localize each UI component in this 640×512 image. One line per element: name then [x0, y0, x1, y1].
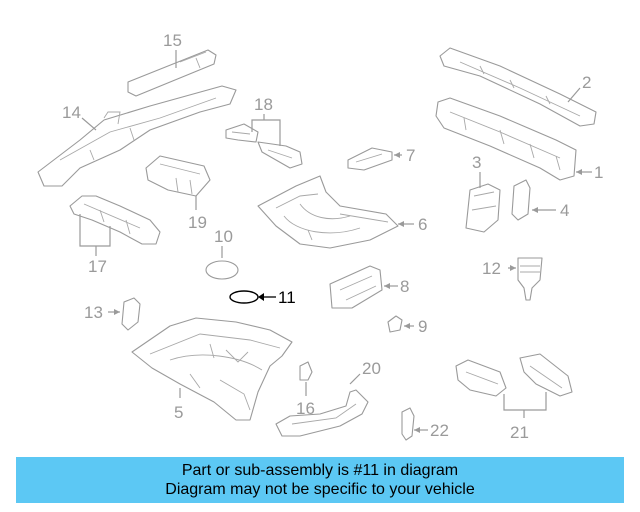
callout-15: 15 — [163, 31, 182, 50]
callout-7: 7 — [406, 146, 415, 165]
leader-arrows — [114, 152, 582, 433]
banner-line-2: Diagram may not be specific to your vehi… — [165, 481, 475, 498]
banner-line-1: Part or sub-assembly is #11 in diagram — [181, 462, 459, 479]
part-6: 6 — [257, 175, 427, 249]
callout-16: 16 — [296, 399, 315, 418]
part-14: 14 — [37, 85, 237, 187]
callout-13: 13 — [84, 303, 103, 322]
callout-2: 2 — [582, 73, 591, 92]
callout-21: 21 — [510, 423, 529, 442]
part-7: 7 — [347, 146, 415, 171]
part-4: 4 — [511, 179, 569, 221]
info-banner: Part or sub-assembly is #11 in diagram D… — [16, 457, 624, 503]
part-21: 21 — [455, 353, 573, 442]
part-5: 5 — [131, 317, 293, 422]
callout-1: 1 — [594, 163, 603, 182]
part-20: 20 — [275, 359, 381, 437]
part-17: 17 — [69, 195, 161, 276]
callout-22: 22 — [430, 421, 449, 440]
callout-4: 4 — [560, 201, 569, 220]
part-2: 2 — [439, 47, 597, 127]
part-8: 8 — [329, 265, 409, 309]
callout-9: 9 — [418, 317, 427, 336]
part-16: 16 — [296, 361, 315, 418]
callout-14: 14 — [62, 103, 81, 122]
part-13: 13 — [84, 297, 141, 331]
part-9: 9 — [387, 315, 427, 336]
callout-12: 12 — [482, 259, 501, 278]
callout-5: 5 — [174, 403, 183, 422]
callout-19: 19 — [188, 213, 207, 232]
part-3: 3 — [465, 153, 501, 233]
callout-18: 18 — [254, 95, 273, 114]
callout-3: 3 — [472, 153, 481, 172]
callout-20: 20 — [362, 359, 381, 378]
part-11: 11 — [229, 288, 296, 307]
callout-10: 10 — [214, 227, 233, 246]
callout-17: 17 — [88, 257, 107, 276]
part-22: 22 — [401, 407, 449, 441]
part-10: 10 — [205, 227, 239, 280]
parts-diagram: 15 14 18 7 2 1 3 — [37, 31, 603, 442]
part-18: 18 — [225, 95, 303, 169]
part-1: 1 — [435, 97, 603, 182]
callout-8: 8 — [400, 277, 409, 296]
callout-6: 6 — [418, 215, 427, 234]
callout-11: 11 — [278, 288, 296, 307]
part-15: 15 — [127, 31, 217, 97]
part-19: 19 — [145, 155, 211, 232]
part-12: 12 — [482, 257, 543, 301]
